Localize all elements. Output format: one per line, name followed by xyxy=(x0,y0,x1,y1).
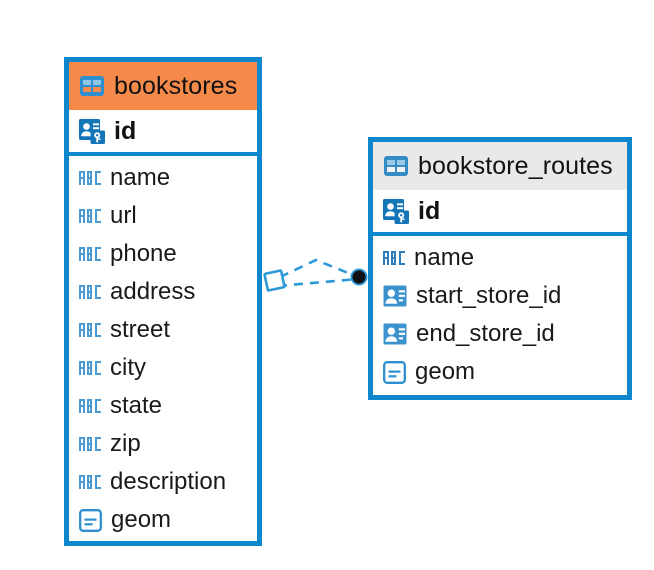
primary-key-icon xyxy=(79,118,105,144)
field-label: name xyxy=(110,164,171,191)
field-row[interactable]: name xyxy=(373,239,627,277)
field-row[interactable]: end_store_id xyxy=(373,315,627,353)
abc-text-icon xyxy=(79,475,101,489)
field-label: state xyxy=(110,392,163,419)
field-label: street xyxy=(110,316,171,343)
geometry-icon xyxy=(383,360,406,384)
field-row[interactable]: description xyxy=(69,463,257,501)
abc-text-icon xyxy=(79,247,101,261)
relationship-line-upper xyxy=(279,258,359,279)
field-row[interactable]: geom xyxy=(69,501,257,539)
entity-bookstores-primary-key-label: id xyxy=(114,116,137,145)
entity-bookstore-routes-primary-key-label: id xyxy=(418,196,441,225)
entity-bookstore-routes-field-list: name start_store_id xyxy=(373,236,627,395)
field-label: start_store_id xyxy=(416,282,562,309)
entity-bookstores-header[interactable]: bookstores xyxy=(69,62,257,110)
field-row[interactable]: name xyxy=(69,159,257,197)
primary-key-icon xyxy=(383,198,409,224)
entity-bookstores-title: bookstores xyxy=(114,71,238,100)
field-row[interactable]: address xyxy=(69,273,257,311)
entity-bookstores[interactable]: bookstores id xyxy=(64,57,262,546)
abc-text-icon xyxy=(79,323,101,337)
entity-bookstore-routes-header[interactable]: bookstore_routes xyxy=(373,142,627,190)
field-row[interactable]: state xyxy=(69,387,257,425)
relationship-line-lower xyxy=(277,277,359,288)
field-row[interactable]: url xyxy=(69,197,257,235)
foreign-key-icon xyxy=(383,284,407,308)
field-row[interactable]: geom xyxy=(373,353,627,391)
table-icon xyxy=(383,153,409,179)
field-label: geom xyxy=(415,358,476,385)
field-label: url xyxy=(110,202,137,229)
field-label: name xyxy=(414,244,475,271)
entity-bookstore-routes-primary-key-row[interactable]: id xyxy=(373,190,627,236)
abc-text-icon xyxy=(79,171,101,185)
entity-bookstore-routes-title: bookstore_routes xyxy=(418,151,613,180)
filled-circle-marker xyxy=(350,268,368,286)
table-icon xyxy=(79,73,105,99)
field-row[interactable]: city xyxy=(69,349,257,387)
foreign-key-icon xyxy=(383,322,407,346)
entity-bookstores-field-list: name u xyxy=(69,156,257,543)
field-row[interactable]: zip xyxy=(69,425,257,463)
geometry-icon xyxy=(79,508,102,532)
entity-bookstore-routes[interactable]: bookstore_routes id xyxy=(368,137,632,400)
field-label: end_store_id xyxy=(416,320,555,347)
abc-text-icon xyxy=(383,251,405,265)
relationship-connector-bookstores-to-bookstore-routes[interactable] xyxy=(258,248,374,308)
abc-text-icon xyxy=(79,285,101,299)
field-label: zip xyxy=(110,430,141,457)
field-row[interactable]: start_store_id xyxy=(373,277,627,315)
field-label: geom xyxy=(111,506,172,533)
field-row[interactable]: phone xyxy=(69,235,257,273)
diamond-outline-marker xyxy=(263,269,286,292)
field-label: description xyxy=(110,468,227,495)
field-label: address xyxy=(110,278,196,305)
entity-bookstores-primary-key-row[interactable]: id xyxy=(69,110,257,156)
abc-text-icon xyxy=(79,437,101,451)
abc-text-icon xyxy=(79,399,101,413)
field-label: phone xyxy=(110,240,177,267)
abc-text-icon xyxy=(79,209,101,223)
field-label: city xyxy=(110,354,146,381)
field-row[interactable]: street xyxy=(69,311,257,349)
abc-text-icon xyxy=(79,361,101,375)
